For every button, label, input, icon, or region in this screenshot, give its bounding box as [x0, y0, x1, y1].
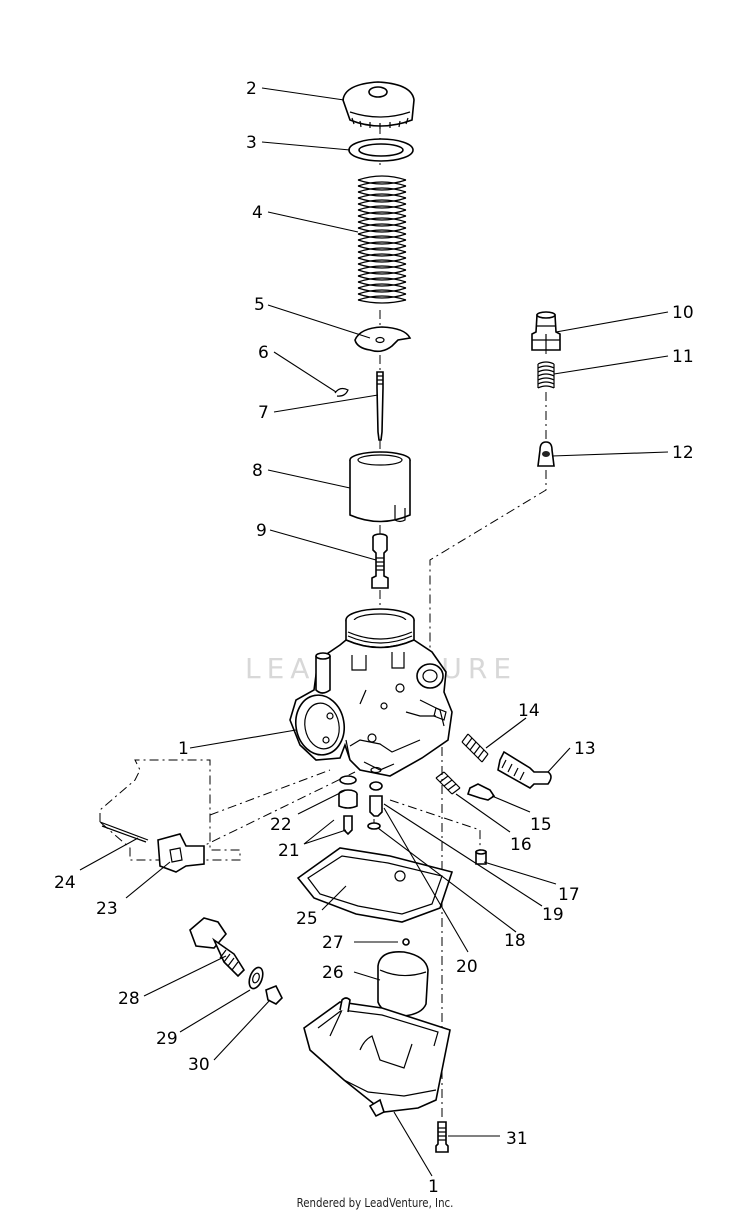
part-21-jet [343, 815, 353, 836]
callout-16: 16 [510, 835, 532, 855]
part-1-carburetor-body [289, 608, 453, 777]
part-31-screw [435, 1121, 449, 1153]
part-28-drain-bolt [189, 917, 246, 978]
callout-12: 12 [672, 443, 694, 463]
part-17-fitting [475, 849, 487, 865]
part-26-float [377, 950, 429, 1017]
callout-11: 11 [672, 347, 694, 367]
part-5-retainer [354, 326, 412, 353]
callout-29: 29 [156, 1029, 178, 1049]
callout-21: 21 [278, 841, 300, 861]
part-27-float-needle [402, 938, 410, 946]
part-13-idle-screw [497, 750, 552, 789]
callout-10: 10 [672, 303, 694, 323]
callout-18: 18 [504, 931, 526, 951]
callout-5: 5 [254, 295, 265, 315]
part-10-jet-holder [531, 311, 561, 351]
callout-22: 22 [270, 815, 292, 835]
callout-4: 4 [252, 203, 263, 223]
callout-30: 30 [188, 1055, 210, 1075]
callout-7: 7 [258, 403, 269, 423]
callout-6: 6 [258, 343, 269, 363]
callout-8: 8 [252, 461, 263, 481]
part-22-pilot-jet [338, 775, 358, 809]
footer-credit: Rendered by LeadVenture, Inc. [296, 1196, 454, 1210]
callout-9: 9 [256, 521, 267, 541]
part-8-throttle-slide [349, 451, 411, 523]
callout-3: 3 [246, 133, 257, 153]
callout-17: 17 [558, 885, 580, 905]
part-11-spring [537, 361, 555, 389]
callout-28: 28 [118, 989, 140, 1009]
callout-25: 25 [296, 909, 318, 929]
part-25-float-bowl-gasket [296, 847, 454, 923]
callout-2: 2 [246, 79, 257, 99]
part-29-washer [248, 966, 264, 990]
callout-26: 26 [322, 963, 344, 983]
part-15-pilot-screw [466, 783, 496, 801]
part-7-needle [376, 371, 384, 441]
callout-1-top: 1 [178, 739, 189, 759]
part-14-spring [461, 733, 489, 763]
callout-27: 27 [322, 933, 344, 953]
callout-13: 13 [574, 739, 596, 759]
part-2-cap [342, 81, 415, 129]
part-3-ring [348, 138, 414, 162]
callout-labels: 2 3 4 5 6 7 8 9 10 11 12 1 13 14 15 16 1… [54, 79, 694, 1197]
part-1-float-bowl [303, 997, 451, 1118]
part-4-spring [357, 175, 407, 304]
part-9-needle-jet [371, 533, 389, 589]
part-20-seat [370, 766, 382, 774]
callout-1-bottom: 1 [428, 1177, 439, 1197]
callout-20: 20 [456, 957, 478, 977]
part-12-jet [537, 441, 555, 467]
part-19-main-jet [369, 781, 383, 817]
callout-19: 19 [542, 905, 564, 925]
callout-31: 31 [506, 1129, 528, 1149]
part-16-spring [435, 771, 461, 795]
part-24-float-pin [99, 821, 149, 843]
part-30-drain-fitting [265, 984, 283, 1005]
callout-15: 15 [530, 815, 552, 835]
leader-lines [79, 87, 669, 1177]
callout-24: 24 [54, 873, 76, 893]
part-6-clip [334, 387, 349, 397]
part-18-washer [367, 822, 381, 830]
callout-23: 23 [96, 899, 118, 919]
callout-14: 14 [518, 701, 540, 721]
